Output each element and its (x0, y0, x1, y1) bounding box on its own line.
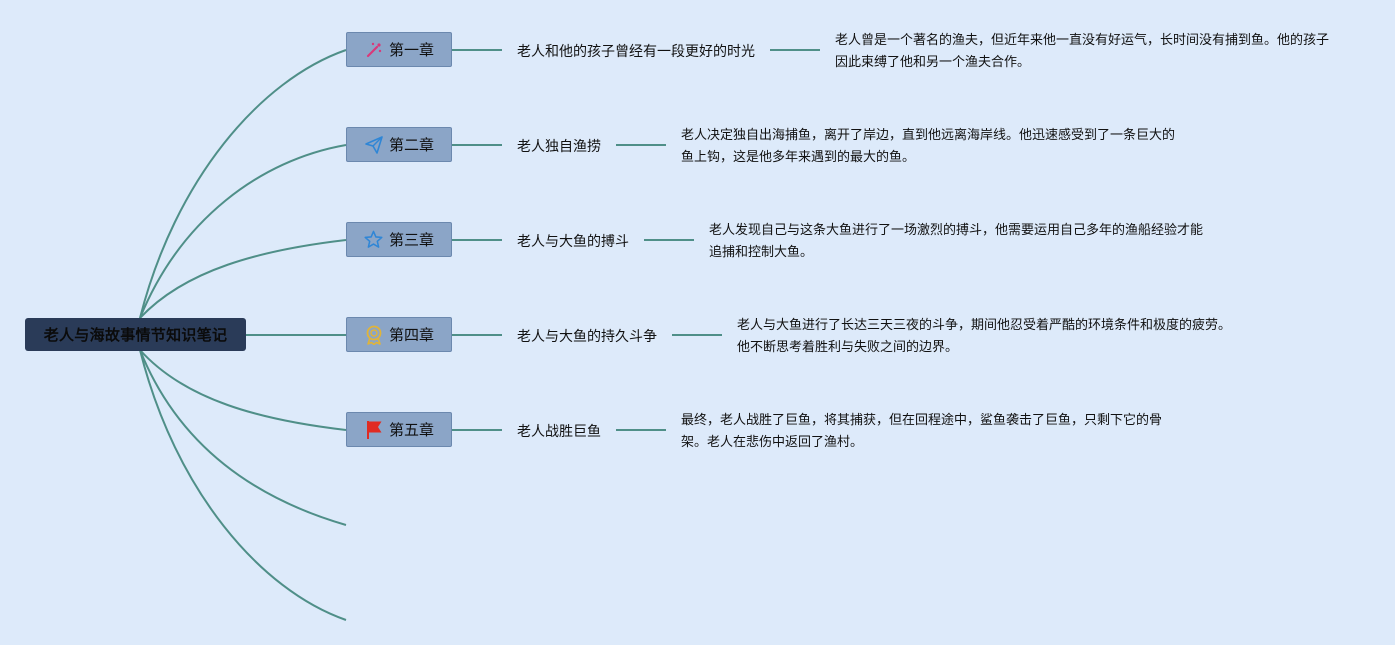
chapter-detail-4[interactable]: 老人与大鱼进行了长达三天三夜的斗争，期间他忍受着严酷的环境条件和极度的疲劳。他不… (737, 318, 1232, 355)
chapter-node-2[interactable]: 第二章 (346, 127, 452, 162)
chapter-node-5[interactable]: 第五章 (346, 412, 452, 447)
branch-line-1 (139, 49, 347, 319)
chapter-detail-3[interactable]: 老人发现自己与这条大鱼进行了一场激烈的搏斗，他需要运用自己多年的渔船经验才能追捕… (709, 223, 1204, 260)
red-flag-icon (364, 420, 384, 440)
branch-line-7 (139, 349, 347, 621)
chapter-detail-5[interactable]: 最终，老人战胜了巨鱼，将其捕获，但在回程途中，鲨鱼袭击了巨鱼，只剩下它的骨架。老… (681, 413, 1163, 450)
root-topic-title: 老人与海故事情节知识笔记 (43, 326, 228, 344)
star-icon (364, 230, 384, 250)
chapter-node-3[interactable]: 第三章 (346, 222, 452, 257)
chapter-summary-1[interactable]: 老人和他的孩子曾经有一段更好的时光 (517, 44, 755, 60)
paper-plane-icon (364, 135, 384, 155)
branch-line-3 (139, 239, 347, 319)
award-medal-icon (364, 325, 384, 345)
chapter-node-4[interactable]: 第四章 (346, 317, 452, 352)
chapter-summary-4[interactable]: 老人与大鱼的持久斗争 (517, 329, 657, 345)
chapter-label: 第四章 (388, 326, 434, 344)
chapter-detail-1[interactable]: 老人曾是一个著名的渔夫，但近年来他一直没有好运气，长时间没有捕到鱼。他的孩子因此… (835, 33, 1330, 70)
chapter-label: 第五章 (388, 421, 434, 439)
chapter-summary-2[interactable]: 老人独自渔捞 (517, 139, 601, 155)
magic-wand-icon (364, 40, 384, 60)
branch-line-5 (139, 349, 347, 431)
branch-line-2 (139, 144, 347, 319)
branch-line-6 (139, 349, 347, 526)
chapter-label: 第一章 (388, 41, 434, 59)
chapter-label: 第二章 (388, 136, 434, 154)
root-topic[interactable]: 老人与海故事情节知识笔记 (25, 318, 246, 351)
chapter-node-1[interactable]: 第一章 (346, 32, 452, 67)
chapter-label: 第三章 (388, 231, 434, 249)
chapter-detail-2[interactable]: 老人决定独自出海捕鱼，离开了岸边，直到他远离海岸线。他迅速感受到了一条巨大的鱼上… (681, 128, 1176, 165)
chapter-summary-3[interactable]: 老人与大鱼的搏斗 (517, 234, 629, 250)
chapter-summary-5[interactable]: 老人战胜巨鱼 (517, 424, 601, 440)
